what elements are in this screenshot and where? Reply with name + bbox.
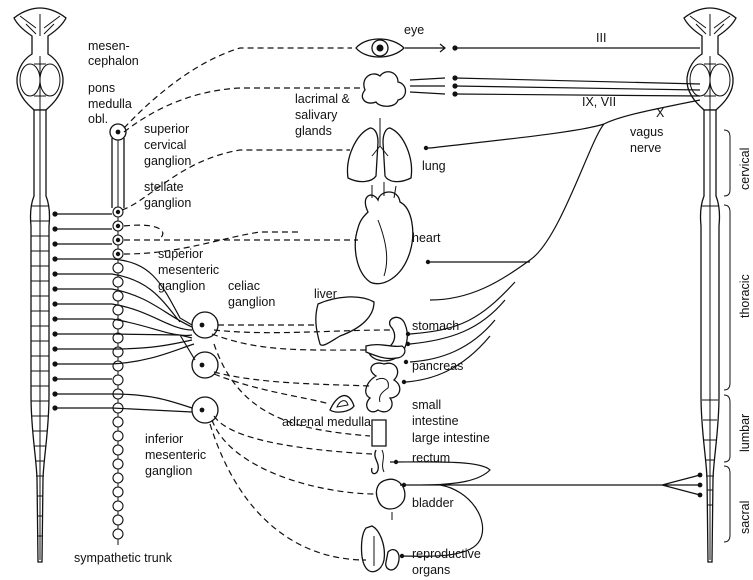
label-inferior-mesenteric-3: ganglion — [145, 464, 192, 478]
label-reproductive-2: organs — [412, 563, 450, 577]
label-nerve-X: X — [656, 106, 665, 120]
label-celiac-2: ganglion — [228, 295, 275, 309]
label-vagus-1: vagus — [630, 125, 663, 139]
label-nerve-IX-VII: IX, VII — [582, 95, 616, 109]
rectum-organ — [372, 450, 384, 474]
left-spinal-cord — [30, 110, 112, 562]
intestine-organ — [366, 363, 400, 446]
label-celiac-1: celiac — [228, 279, 260, 293]
label-superior-cervical-1: superior — [144, 122, 189, 136]
region-brackets — [724, 130, 730, 542]
label-bladder: bladder — [412, 496, 454, 510]
right-brain-stem — [684, 8, 736, 110]
label-superior-cervical-2: cervical — [144, 138, 186, 152]
label-liver: liver — [314, 287, 337, 301]
label-nerve-III: III — [596, 31, 606, 45]
label-inferior-mesenteric-2: mesenteric — [145, 448, 206, 462]
label-sympathetic-trunk: sympathetic trunk — [74, 551, 173, 565]
label-heart: heart — [412, 231, 441, 245]
label-mesencephalon-1: mesen- — [88, 39, 130, 53]
superior-cervical-ganglion-node — [110, 124, 126, 140]
reproductive-organs — [362, 526, 400, 572]
label-stellate-1: stellate — [144, 180, 184, 194]
left-cord-dots — [52, 211, 57, 410]
label-small-intestine-1: small — [412, 398, 441, 412]
label-stellate-2: ganglion — [144, 196, 191, 210]
label-lacrimal-2: salivary — [295, 108, 338, 122]
label-lacrimal-3: glands — [295, 124, 332, 138]
label-lung: lung — [422, 159, 446, 173]
left-brain-stem — [14, 8, 66, 110]
label-small-intestine-2: intestine — [412, 414, 459, 428]
label-pons: pons — [88, 81, 115, 95]
label-medulla-2: obl. — [88, 112, 108, 126]
right-spinal-cord — [662, 110, 720, 562]
label-region-lumbar: lumbar — [738, 414, 752, 452]
label-region-thoracic: thoracic — [738, 274, 752, 318]
label-superior-mesenteric-2: mesenteric — [158, 263, 219, 277]
label-mesencephalon-2: cephalon — [88, 54, 139, 68]
liver-organ — [316, 297, 374, 345]
label-eye: eye — [404, 23, 424, 37]
label-pancreas: pancreas — [412, 359, 463, 373]
label-region-sacral: sacral — [738, 501, 752, 534]
label-medulla-1: medulla — [88, 97, 132, 111]
label-superior-mesenteric-3: ganglion — [158, 279, 205, 293]
label-reproductive-1: reproductive — [412, 547, 481, 561]
anatomy-labels: mesen- cephalon pons medulla obl. superi… — [74, 23, 752, 577]
label-large-intestine: large intestine — [412, 431, 490, 445]
celiac-ganglion-node — [192, 312, 218, 338]
lung-organ — [348, 118, 412, 182]
label-inferior-mesenteric-1: inferior — [145, 432, 183, 446]
heart-organ — [355, 182, 412, 284]
label-adrenal-medulla: adrenal medulla — [282, 415, 371, 429]
lacrimal-salivary-glands — [362, 72, 405, 107]
label-lacrimal-1: lacrimal & — [295, 92, 351, 106]
adrenal-medulla-organ — [330, 396, 354, 412]
inferior-mesenteric-ganglion-node — [192, 397, 218, 423]
eye-organ — [356, 39, 404, 57]
parasympathetic-fibers — [390, 44, 700, 558]
label-vagus-2: nerve — [630, 141, 661, 155]
label-region-cervical: cervical — [738, 148, 752, 190]
label-superior-cervical-3: ganglion — [144, 154, 191, 168]
label-stomach: stomach — [412, 319, 459, 333]
label-rectum: rectum — [412, 451, 450, 465]
label-superior-mesenteric-1: superior — [158, 247, 203, 261]
